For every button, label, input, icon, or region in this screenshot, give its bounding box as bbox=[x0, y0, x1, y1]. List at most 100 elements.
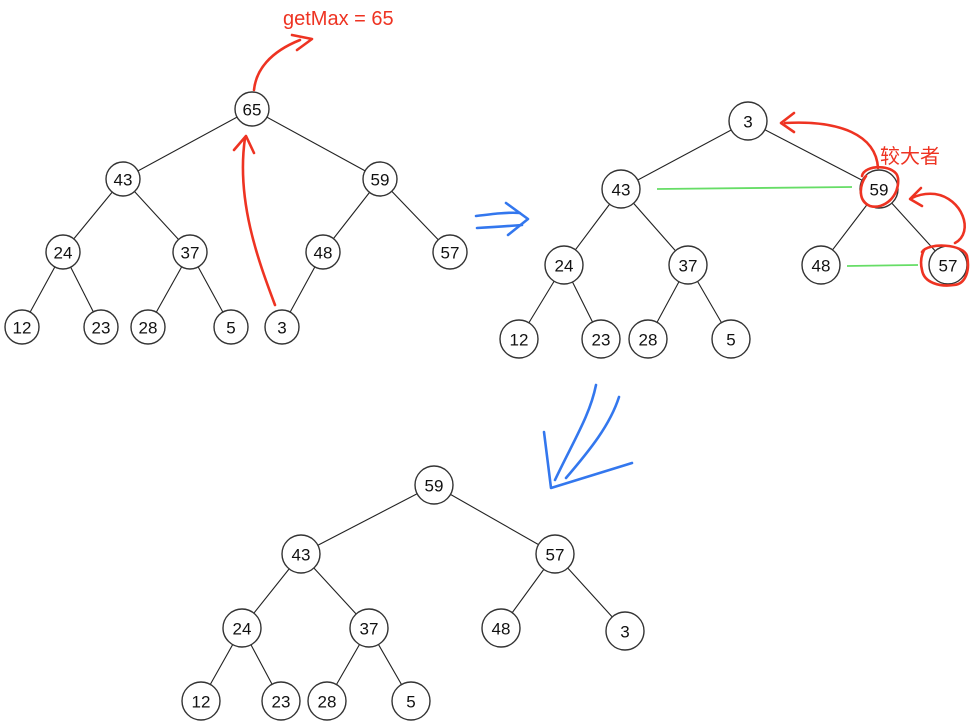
node-label: 12 bbox=[510, 331, 529, 350]
node-circle bbox=[801, 245, 841, 285]
node-before-5: 5 bbox=[213, 309, 249, 345]
node-circle bbox=[4, 309, 40, 345]
node-circle bbox=[181, 681, 221, 721]
node-after-48: 48 bbox=[481, 608, 521, 648]
node-label: 23 bbox=[272, 693, 291, 712]
edges-layer bbox=[21, 108, 949, 702]
compare-lines bbox=[656, 186, 919, 267]
node-before-43: 43 bbox=[105, 161, 141, 197]
edge-after-59-43 bbox=[300, 484, 435, 555]
down-arrow-head bbox=[542, 430, 634, 490]
node-label: 57 bbox=[939, 257, 958, 276]
node-circle bbox=[414, 465, 454, 505]
swap-arrow-top bbox=[783, 121, 880, 170]
node-label: 57 bbox=[546, 546, 565, 565]
node-label: 37 bbox=[360, 620, 379, 639]
node-sift-48: 48 bbox=[801, 245, 841, 285]
node-circle bbox=[711, 319, 751, 359]
node-label: 48 bbox=[492, 620, 511, 639]
node-before-48: 48 bbox=[305, 234, 341, 270]
blue-arrows bbox=[474, 201, 634, 490]
node-label: 65 bbox=[243, 101, 262, 120]
node-label: 23 bbox=[592, 331, 611, 350]
node-circle bbox=[628, 319, 668, 359]
node-before-24: 24 bbox=[45, 234, 81, 270]
node-label: 59 bbox=[425, 477, 444, 496]
node-after-37: 37 bbox=[349, 608, 389, 648]
node-label: 3 bbox=[743, 113, 752, 132]
node-sift-12: 12 bbox=[499, 319, 539, 359]
node-label: 48 bbox=[314, 244, 333, 263]
node-circle bbox=[362, 161, 398, 197]
node-sift-43: 43 bbox=[601, 169, 641, 209]
node-label: 24 bbox=[54, 244, 73, 263]
node-circle bbox=[728, 101, 768, 141]
node-label: 28 bbox=[639, 331, 658, 350]
edge-before-65-59 bbox=[251, 108, 381, 180]
node-label: 12 bbox=[192, 693, 211, 712]
node-label: 24 bbox=[555, 257, 574, 276]
node-sift-23: 23 bbox=[581, 319, 621, 359]
edge-sift-3-43 bbox=[620, 120, 749, 190]
node-after-5: 5 bbox=[391, 681, 431, 721]
up-arrow-to-label-head bbox=[290, 33, 314, 52]
highlight-square-57 bbox=[919, 244, 970, 287]
node-circle bbox=[281, 534, 321, 574]
node-after-3: 3 bbox=[605, 611, 645, 651]
node-before-59: 59 bbox=[362, 161, 398, 197]
node-label: 37 bbox=[181, 244, 200, 263]
node-after-24: 24 bbox=[222, 608, 262, 648]
node-circle bbox=[349, 608, 389, 648]
compare-line-48-57 bbox=[846, 264, 919, 267]
node-circle bbox=[581, 319, 621, 359]
node-circle bbox=[605, 611, 645, 651]
node-circle bbox=[130, 309, 166, 345]
swap-arrow-top-head bbox=[779, 111, 796, 134]
red-annotations: getMax = 65 较大者 bbox=[232, 8, 970, 307]
node-after-43: 43 bbox=[281, 534, 321, 574]
node-label: 48 bbox=[812, 257, 831, 276]
node-before-37: 37 bbox=[172, 234, 208, 270]
node-circle bbox=[105, 161, 141, 197]
node-sift-37: 37 bbox=[668, 245, 708, 285]
node-after-57: 57 bbox=[535, 534, 575, 574]
node-label: 37 bbox=[679, 257, 698, 276]
node-circle bbox=[535, 534, 575, 574]
node-circle bbox=[305, 234, 341, 270]
node-circle bbox=[261, 681, 301, 721]
node-after-12: 12 bbox=[181, 681, 221, 721]
node-label: 43 bbox=[292, 546, 311, 565]
edge-sift-3-59 bbox=[747, 120, 880, 190]
node-before-28: 28 bbox=[130, 309, 166, 345]
highlight-circle-59 bbox=[859, 165, 900, 208]
node-circle bbox=[172, 234, 208, 270]
node-circle bbox=[391, 681, 431, 721]
node-circle bbox=[668, 245, 708, 285]
node-label: 28 bbox=[318, 693, 337, 712]
node-label: 5 bbox=[726, 331, 735, 350]
node-before-65: 65 bbox=[234, 91, 270, 127]
node-circle bbox=[45, 234, 81, 270]
node-sift-28: 28 bbox=[628, 319, 668, 359]
node-circle bbox=[83, 309, 119, 345]
node-label: 59 bbox=[371, 171, 390, 190]
up-arrow-to-label bbox=[252, 38, 302, 92]
node-label: 57 bbox=[441, 244, 460, 263]
node-label: 59 bbox=[870, 181, 889, 200]
right-arrow-head bbox=[504, 201, 530, 237]
down-arrow-line-2 bbox=[564, 395, 621, 480]
node-sift-57: 57 bbox=[928, 245, 968, 285]
node-circle bbox=[544, 245, 584, 285]
node-circle bbox=[234, 91, 270, 127]
right-arrow-line-1 bbox=[474, 211, 522, 218]
node-before-3: 3 bbox=[264, 309, 300, 345]
node-label: 43 bbox=[612, 181, 631, 200]
node-before-57: 57 bbox=[432, 234, 468, 270]
node-label: 5 bbox=[406, 693, 415, 712]
node-circle bbox=[601, 169, 641, 209]
node-label: 3 bbox=[620, 623, 629, 642]
get-max-label: getMax = 65 bbox=[283, 8, 394, 30]
node-before-23: 23 bbox=[83, 309, 119, 345]
node-sift-3: 3 bbox=[728, 101, 768, 141]
node-label: 23 bbox=[92, 319, 111, 338]
